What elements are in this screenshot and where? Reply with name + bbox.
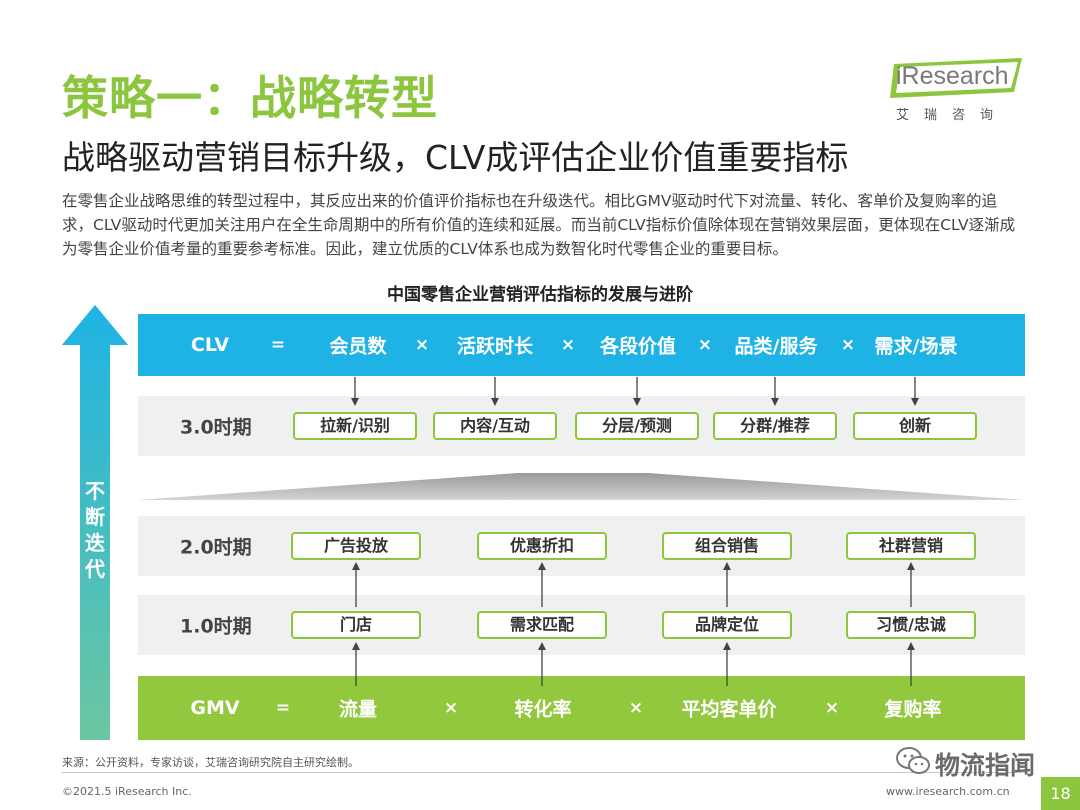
clv-factor: 需求/场景 xyxy=(874,335,958,358)
gmv-factor: 复购率 xyxy=(884,698,942,721)
period-2-item: 优惠折扣 xyxy=(477,532,607,560)
gmv-factor: 转化率 xyxy=(514,698,572,721)
arrow-label: 不断迭代 xyxy=(85,479,105,581)
footer-divider xyxy=(62,772,1027,773)
period-label: 3.0时期 xyxy=(180,416,252,439)
iteration-up-arrow-icon xyxy=(62,305,128,740)
source-note: 来源：公开资料，专家访谈，艾瑞咨询研究院自主研究绘制。 xyxy=(62,756,359,769)
clv-times: × xyxy=(414,335,430,355)
logo-subtitle: 艾瑞咨询 xyxy=(896,108,1009,123)
period-1-item: 需求匹配 xyxy=(477,611,607,639)
period-2-item: 广告投放 xyxy=(291,532,421,560)
period-3-item: 拉新/识别 xyxy=(293,412,417,440)
page-number: 18 xyxy=(1041,777,1080,810)
clv-factor: 品类/服务 xyxy=(734,335,818,358)
period-1-item: 品牌定位 xyxy=(662,611,792,639)
clv-factor: 各段价值 xyxy=(599,335,677,358)
period-2-item: 组合销售 xyxy=(662,532,792,560)
intro-paragraph: 在零售企业战略思维的转型过程中，其反应出来的价值评价指标也在升级迭代。相比GMV… xyxy=(62,192,1016,258)
page-title: 策略一：战略转型 xyxy=(62,71,438,125)
period-label: 2.0时期 xyxy=(180,536,252,559)
level-divider xyxy=(138,473,1025,500)
period-label: 1.0时期 xyxy=(180,615,252,638)
gmv-label: GMV xyxy=(190,697,240,719)
gmv-times: × xyxy=(443,698,459,718)
clv-times: × xyxy=(560,335,576,355)
clv-factor: 活跃时长 xyxy=(456,335,534,358)
iresearch-logo: iResearch 艾瑞咨询 xyxy=(890,58,1030,124)
wechat-icon xyxy=(896,747,930,774)
clv-label: CLV xyxy=(190,334,230,356)
gmv-equals: = xyxy=(275,698,291,718)
clv-times: × xyxy=(697,335,713,355)
clv-formula-band: CLV = 会员数 × 活跃时长 × 各段价值 × 品类/服务 × 需求/场景 xyxy=(138,314,1025,376)
gmv-factor: 流量 xyxy=(338,698,378,721)
site-url: www.iresearch.com.cn xyxy=(886,785,1010,798)
period-3-item: 内容/互动 xyxy=(433,412,557,440)
period-3-item: 分层/预测 xyxy=(575,412,699,440)
period-3-item: 分群/推荐 xyxy=(713,412,837,440)
watermark-text: 物流指闻 xyxy=(935,751,1036,780)
gmv-times: × xyxy=(628,698,644,718)
period-3-band: 3.0时期 拉新/识别 内容/互动 分层/预测 分群/推荐 创新 xyxy=(138,396,1025,456)
period-3-item: 创新 xyxy=(853,412,977,440)
period-1-item: 习惯/忠诚 xyxy=(846,611,976,639)
clv-times: × xyxy=(840,335,856,355)
diagram-title: 中国零售企业营销评估指标的发展与进阶 xyxy=(387,285,693,305)
clv-factor: 会员数 xyxy=(329,335,387,358)
period-1-band: 1.0时期 门店 需求匹配 品牌定位 习惯/忠诚 xyxy=(138,595,1025,655)
logo-brand: iResearch xyxy=(896,62,1009,90)
page-subtitle: 战略驱动营销目标升级，CLV成评估企业价值重要指标 xyxy=(62,138,849,177)
copyright: ©2021.5 iResearch Inc. xyxy=(62,785,192,798)
gmv-times: × xyxy=(824,698,840,718)
period-2-item: 社群营销 xyxy=(846,532,976,560)
clv-equals: = xyxy=(270,335,286,355)
logo-badge-icon xyxy=(890,58,1022,98)
gmv-formula-band: GMV = 流量 × 转化率 × 平均客单价 × 复购率 xyxy=(138,676,1025,740)
period-1-item: 门店 xyxy=(291,611,421,639)
period-2-band: 2.0时期 广告投放 优惠折扣 组合销售 社群营销 xyxy=(138,516,1025,576)
gmv-factor: 平均客单价 xyxy=(681,698,777,721)
